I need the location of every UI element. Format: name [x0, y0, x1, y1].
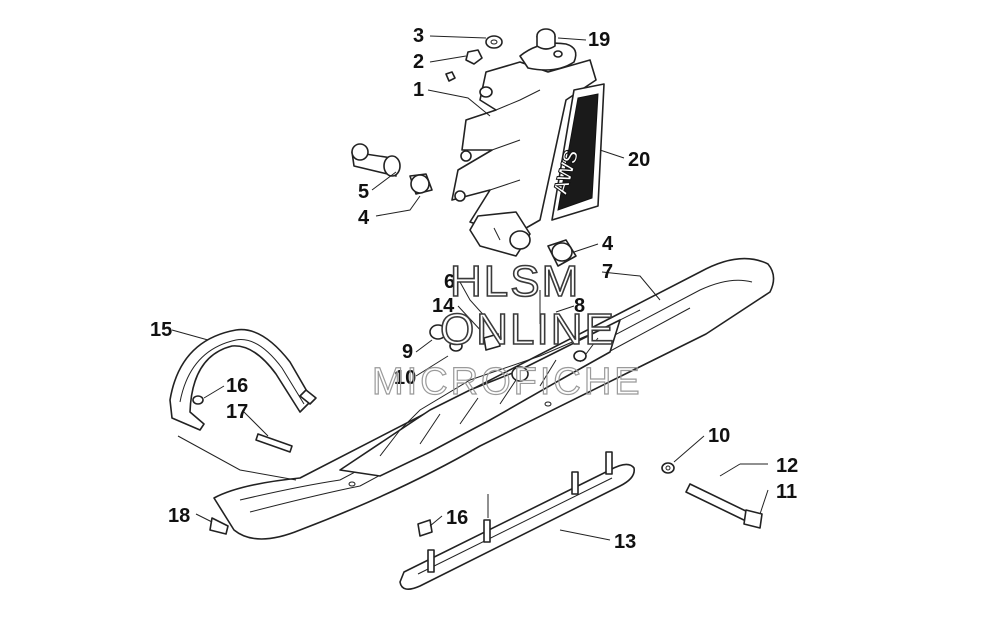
watermark-line-1: HLSM	[450, 257, 580, 306]
watermark-line-3: MICROFICHE	[372, 361, 643, 403]
bushing-and-spacer	[351, 143, 577, 267]
callout-9: 9	[402, 341, 413, 363]
callout-16-upper: 16	[226, 375, 248, 397]
callout-12: 12	[776, 455, 798, 477]
callout-10-upper: 10	[394, 367, 416, 389]
watermark: HLSM ONLINE MICROFICHE	[371, 256, 643, 403]
callout-15: 15	[150, 319, 172, 341]
spindle-housing	[451, 59, 597, 257]
callout-16-lower: 16	[446, 507, 468, 529]
leader-lines	[171, 35, 769, 541]
callout-4-upper: 4	[358, 207, 370, 229]
callout-18: 18	[168, 505, 190, 527]
callout-5: 5	[358, 181, 369, 203]
watermark-line-2: ONLINE	[440, 305, 616, 354]
callout-11: 11	[776, 481, 797, 503]
callout-4-lower: 4	[602, 233, 614, 255]
washer-nut-set	[445, 35, 503, 82]
callout-6: 6	[444, 271, 455, 293]
callout-17: 17	[226, 401, 248, 423]
ski-body	[213, 257, 775, 540]
callout-1: 1	[413, 79, 424, 101]
callout-19: 19	[588, 29, 610, 51]
callout-labels: 3 2 1 19 20 5 4 4 7 6 8 14 15 9 10 16 17…	[150, 25, 798, 553]
callout-7: 7	[602, 261, 613, 283]
callout-20: 20	[628, 149, 650, 171]
callout-8: 8	[574, 295, 585, 317]
callout-2: 2	[413, 51, 424, 73]
callout-3: 3	[413, 25, 424, 47]
spindle-bolt	[661, 462, 763, 529]
callout-10-lower: 10	[708, 425, 730, 447]
callout-13: 13	[614, 531, 636, 553]
aws-decal: AWS	[549, 83, 605, 221]
spindle-cap	[519, 28, 577, 71]
callout-14: 14	[432, 295, 455, 317]
wear-bar	[399, 451, 636, 590]
small-hardware	[209, 324, 501, 537]
